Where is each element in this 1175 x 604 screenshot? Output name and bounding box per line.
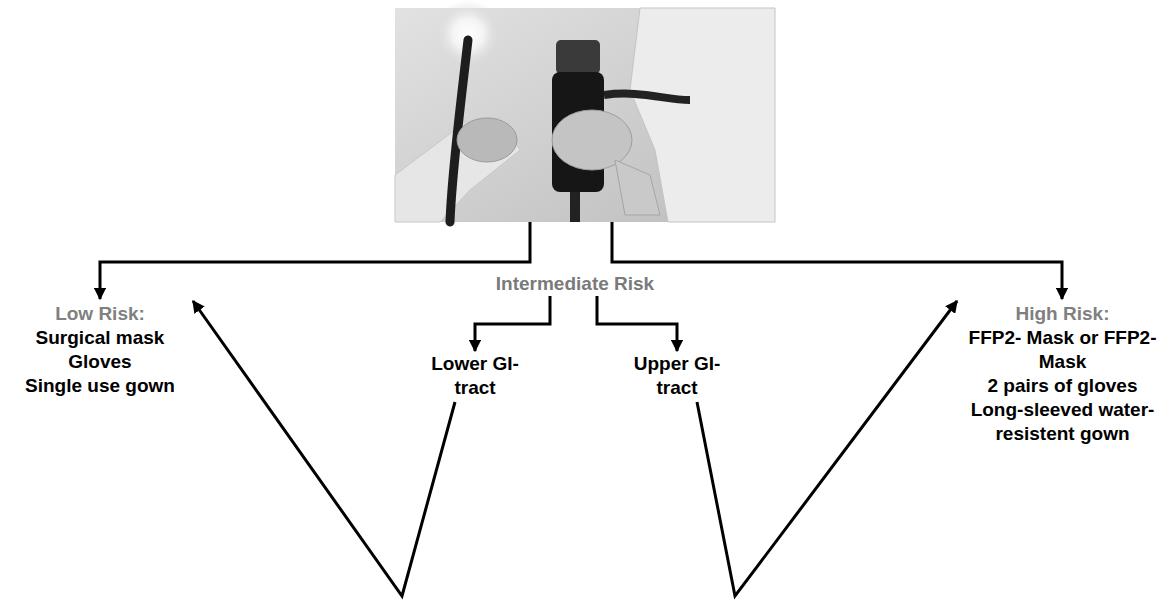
- item-text: Surgical mask: [9, 326, 191, 350]
- item-text: Single use gown: [9, 374, 191, 398]
- connectors: [193, 296, 957, 596]
- item-text: Gloves: [9, 350, 191, 374]
- arrow-line: [612, 222, 1062, 299]
- arrow-line: [697, 301, 957, 596]
- risk-label: Intermediate Risk: [484, 272, 666, 296]
- item-text: Lower GI-tract: [429, 352, 521, 400]
- arrow-line: [193, 301, 455, 596]
- tract-box: Upper GI-tract: [627, 352, 727, 400]
- arrow-line: [100, 222, 530, 299]
- risk-label: High Risk:: [959, 302, 1166, 326]
- item-text: FFP2- Mask or FFP2-Mask: [959, 326, 1166, 374]
- risk-label: Low Risk:: [9, 302, 191, 326]
- gloved-hand: [552, 110, 632, 170]
- tract-box: Lower GI-tract: [425, 352, 525, 400]
- glove-cuff: [615, 160, 660, 215]
- cable: [570, 192, 580, 222]
- item-text: 2 pairs of gloves: [959, 374, 1166, 398]
- risk-box: High Risk:FFP2- Mask or FFP2-Mask2 pairs…: [955, 302, 1170, 446]
- arrow-line: [597, 296, 677, 351]
- arrow-line: [475, 296, 550, 351]
- risk-heading: Intermediate Risk: [480, 272, 670, 296]
- risk-box: Low Risk:Surgical maskGlovesSingle use g…: [5, 302, 195, 398]
- endoscope-photo: [395, 0, 775, 222]
- eyepiece: [556, 40, 600, 74]
- gloved-hand: [457, 118, 517, 162]
- item-text: Long-sleeved water-resistent gown: [959, 398, 1166, 446]
- cable: [604, 94, 690, 100]
- item-text: Upper GI-tract: [631, 352, 723, 400]
